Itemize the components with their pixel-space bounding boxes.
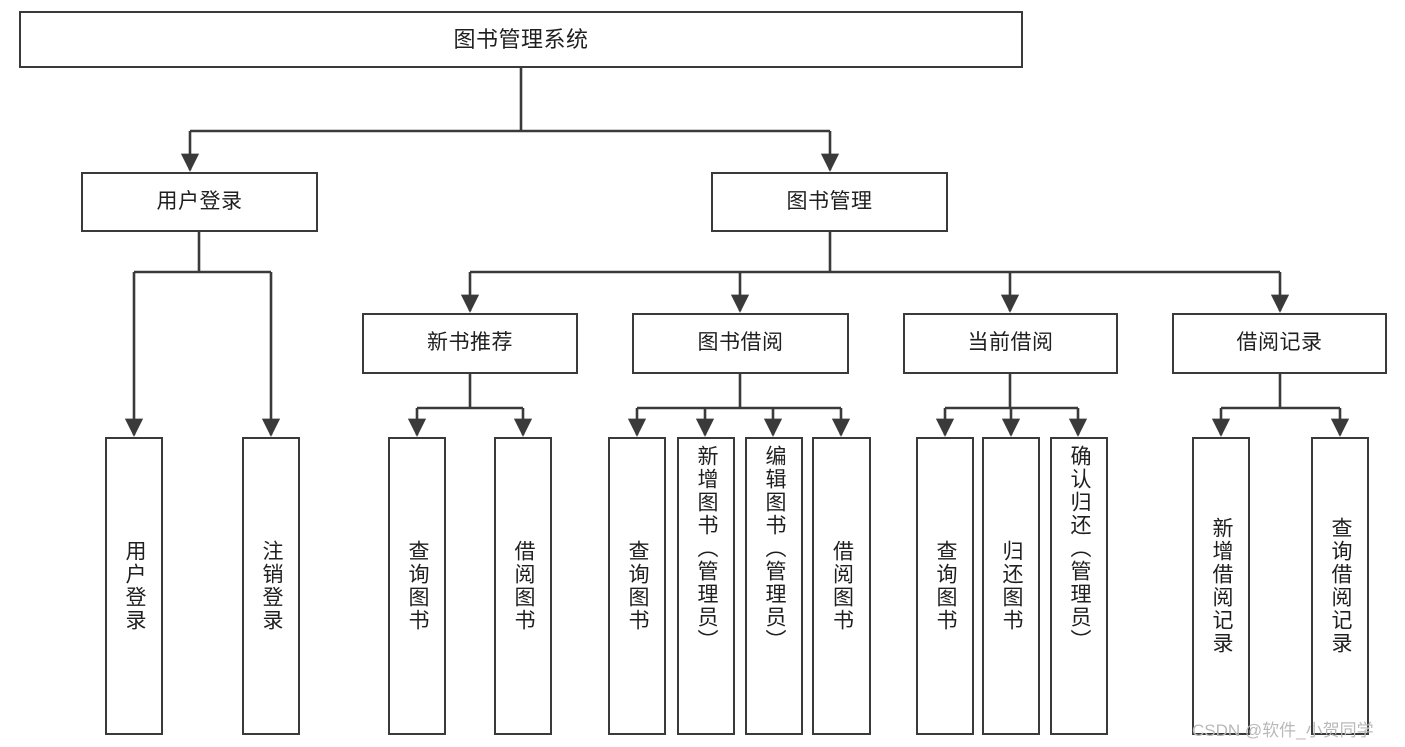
node-label: 查询图书 <box>626 540 650 632</box>
node-label: 注销登录 <box>260 540 284 632</box>
node-label: 图书借阅 <box>697 331 784 355</box>
leaf-current-borrow-return-book[interactable]: 归还图书 <box>982 437 1040 735</box>
leaf-current-borrow-confirm-return-admin[interactable]: 确认归还（管理员） <box>1050 437 1108 735</box>
node-user-login[interactable]: 用户登录 <box>81 172 318 232</box>
node-label: 查询借阅记录 <box>1329 517 1353 655</box>
leaf-borrow-record-add-record[interactable]: 新增借阅记录 <box>1192 437 1250 735</box>
leaf-new-book-borrow-book[interactable]: 借阅图书 <box>494 437 552 735</box>
leaf-book-borrow-add-book-admin[interactable]: 新增图书（管理员） <box>677 437 735 735</box>
node-label: 查询图书 <box>406 540 430 632</box>
leaf-book-borrow-edit-book-admin[interactable]: 编辑图书（管理员） <box>745 437 803 735</box>
node-label: 用户登录 <box>156 189 243 213</box>
node-label: 新增图书（管理员） <box>695 445 719 652</box>
node-book-borrow[interactable]: 图书借阅 <box>632 313 849 374</box>
node-label: 用户登录 <box>123 540 147 632</box>
node-label: 图书管理系统 <box>453 26 589 52</box>
leaf-book-borrow-borrow-book[interactable]: 借阅图书 <box>812 437 871 735</box>
node-label: 当前借阅 <box>967 331 1054 355</box>
node-label: 确认归还（管理员） <box>1068 445 1092 652</box>
node-current-borrow[interactable]: 当前借阅 <box>903 313 1118 374</box>
leaf-new-book-query-book[interactable]: 查询图书 <box>388 437 446 735</box>
node-label: 新增借阅记录 <box>1210 517 1234 655</box>
node-label: 编辑图书（管理员） <box>763 445 787 652</box>
node-borrow-record[interactable]: 借阅记录 <box>1172 313 1387 374</box>
node-label: 借阅记录 <box>1236 331 1323 355</box>
leaf-borrow-record-query-record[interactable]: 查询借阅记录 <box>1311 437 1369 735</box>
node-label: 新书推荐 <box>427 331 513 355</box>
node-label: 借阅图书 <box>512 540 536 632</box>
node-book-management[interactable]: 图书管理 <box>711 172 948 232</box>
node-label: 借阅图书 <box>830 540 854 632</box>
leaf-user-login-logout[interactable]: 注销登录 <box>242 437 300 735</box>
node-label: 归还图书 <box>1000 540 1024 632</box>
leaf-book-borrow-query-book[interactable]: 查询图书 <box>608 437 666 735</box>
leaf-user-login-login[interactable]: 用户登录 <box>105 437 163 735</box>
node-root-library-system[interactable]: 图书管理系统 <box>19 11 1023 68</box>
node-new-book-recommend[interactable]: 新书推荐 <box>362 313 578 374</box>
node-label: 查询图书 <box>934 540 958 632</box>
node-label: 图书管理 <box>786 189 873 213</box>
watermark-csdn: CSDN @软件_小贺同学 <box>1192 721 1374 740</box>
leaf-current-borrow-query-book[interactable]: 查询图书 <box>916 437 974 735</box>
